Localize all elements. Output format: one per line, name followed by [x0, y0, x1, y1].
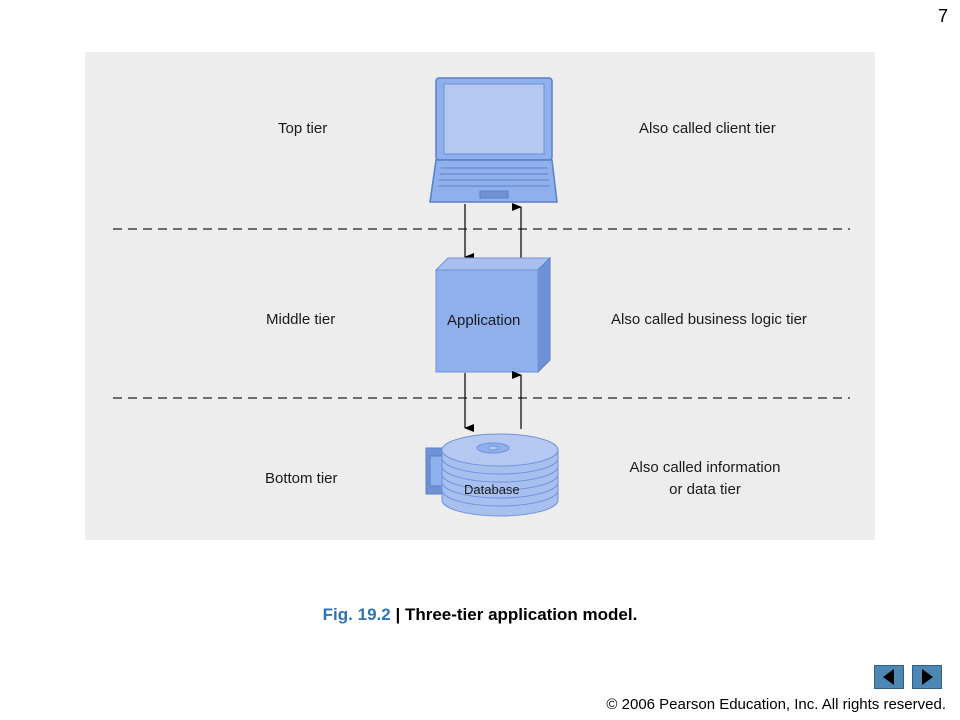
database-label: Database: [464, 482, 520, 497]
application-label: Application: [447, 312, 521, 329]
laptop-icon: [429, 77, 558, 203]
figure-caption: Fig. 19.2 | Three-tier application model…: [0, 605, 960, 625]
previous-slide-button[interactable]: [874, 665, 904, 689]
tier-label-middle: Middle tier: [266, 311, 336, 328]
three-tier-diagram: Top tier Middle tier Bottom tier Also ca…: [85, 52, 875, 540]
figure-number: Fig. 19.2: [322, 605, 391, 624]
copyright-notice: © 2006 Pearson Education, Inc. All right…: [606, 696, 946, 713]
triangle-right-icon: [922, 669, 933, 685]
diagram-graphics: [113, 77, 850, 517]
caption-separator: |: [395, 605, 401, 624]
page-number: 7: [937, 6, 948, 26]
tier-label-top: Top tier: [278, 120, 328, 137]
triangle-left-icon: [883, 669, 894, 685]
tier-description-bottom-line-2: or data tier: [669, 481, 741, 498]
next-slide-button[interactable]: [912, 665, 942, 689]
tier-description-middle: Also called business logic tier: [611, 311, 807, 328]
database-icon: [425, 433, 559, 517]
tier-description-bottom: Also called information or data tier: [625, 457, 785, 501]
tier-description-bottom-line-1: Also called information: [629, 459, 781, 476]
tier-description-top: Also called client tier: [639, 120, 776, 137]
application-cube: [434, 256, 552, 374]
figure-title: Three-tier application model.: [404, 605, 638, 624]
tier-label-bottom: Bottom tier: [265, 470, 338, 487]
